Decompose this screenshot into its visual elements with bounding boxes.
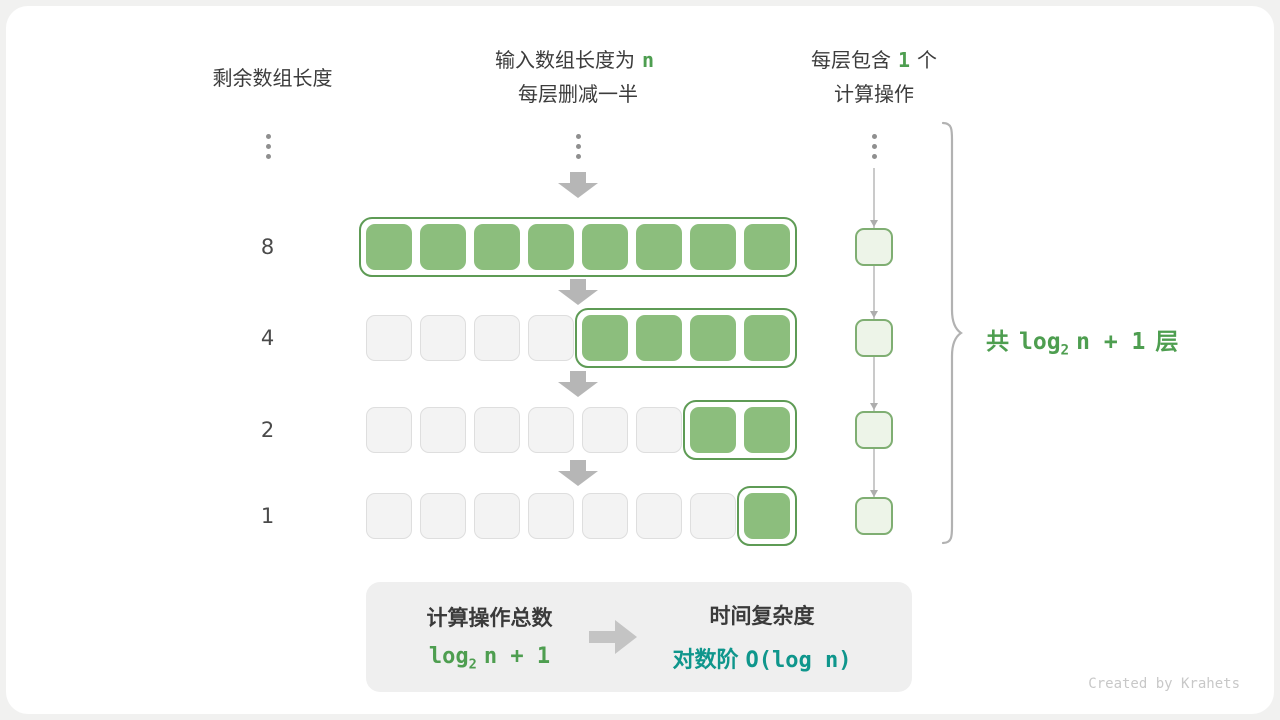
array-cell-filled xyxy=(690,407,736,453)
total-layers-suffix: 层 xyxy=(1155,329,1179,355)
array-cell-empty xyxy=(528,493,574,539)
array-cell-empty xyxy=(420,493,466,539)
array-cell-empty xyxy=(366,493,412,539)
down-arrow-icon xyxy=(558,371,598,397)
operations-total-title: 计算操作总数 xyxy=(426,605,553,630)
left-column-header: 剩余数组长度 xyxy=(212,66,333,90)
active-cells-group xyxy=(359,217,797,277)
row-label: 1 xyxy=(260,504,275,528)
array-cell-filled xyxy=(744,493,790,539)
down-arrow-icon xyxy=(558,279,598,305)
time-complexity-title: 时间复杂度 xyxy=(709,604,815,628)
array-cell-filled xyxy=(528,224,574,270)
array-row xyxy=(366,308,797,368)
center-header-n-value: n xyxy=(641,48,655,72)
vertical-ellipsis-icon xyxy=(575,134,581,159)
array-cell-filled xyxy=(744,315,790,361)
right-header-line2: 计算操作 xyxy=(834,82,914,106)
array-cell-filled xyxy=(366,224,412,270)
array-cell-filled xyxy=(744,224,790,270)
center-header-prefix: 输入数组长度为 xyxy=(494,48,635,72)
array-cell-empty xyxy=(582,493,628,539)
array-cell-empty xyxy=(690,493,736,539)
row-label: 2 xyxy=(260,418,275,442)
array-cell-empty xyxy=(636,407,682,453)
row-label: 4 xyxy=(260,326,275,350)
array-cell-filled xyxy=(744,407,790,453)
array-cell-filled xyxy=(636,315,682,361)
array-cell-empty xyxy=(420,407,466,453)
array-cell-empty xyxy=(366,315,412,361)
active-cells-group xyxy=(737,486,797,546)
array-cell-filled xyxy=(582,315,628,361)
active-cells-group xyxy=(575,308,797,368)
right-header-prefix: 每层包含 xyxy=(810,48,891,72)
array-cell-filled xyxy=(582,224,628,270)
array-cell-empty xyxy=(528,315,574,361)
array-cell-empty xyxy=(582,407,628,453)
array-cell-empty xyxy=(528,407,574,453)
array-cell-filled xyxy=(690,315,736,361)
array-cell-empty xyxy=(474,407,520,453)
array-row xyxy=(366,400,797,460)
array-cell-empty xyxy=(474,315,520,361)
array-cell-filled xyxy=(690,224,736,270)
vertical-ellipsis-icon xyxy=(265,134,271,159)
array-cell-filled xyxy=(636,224,682,270)
right-arrow-icon xyxy=(588,620,637,654)
array-row xyxy=(366,486,797,546)
right-header-suffix: 个 xyxy=(917,48,938,72)
array-cell-filled xyxy=(474,224,520,270)
active-cells-group xyxy=(683,400,797,460)
array-cell-empty xyxy=(636,493,682,539)
array-cell-empty xyxy=(366,407,412,453)
array-cell-filled xyxy=(420,224,466,270)
array-cell-empty xyxy=(420,315,466,361)
vertical-ellipsis-icon xyxy=(871,134,877,159)
total-layers-prefix: 共 xyxy=(986,329,1009,355)
operation-cell xyxy=(855,319,893,357)
down-arrow-icon xyxy=(558,172,598,198)
brace-icon xyxy=(941,121,963,545)
operation-cell xyxy=(855,411,893,449)
row-label: 8 xyxy=(260,235,275,259)
operation-cell xyxy=(855,228,893,266)
array-cell-empty xyxy=(474,493,520,539)
right-header-count-value: 1 xyxy=(897,48,911,72)
operation-cell xyxy=(855,497,893,535)
center-header-line2: 每层删减一半 xyxy=(518,82,638,106)
down-arrow-icon xyxy=(558,460,598,486)
credit-text: Created by Krahets xyxy=(1088,676,1240,692)
array-row xyxy=(359,217,797,277)
